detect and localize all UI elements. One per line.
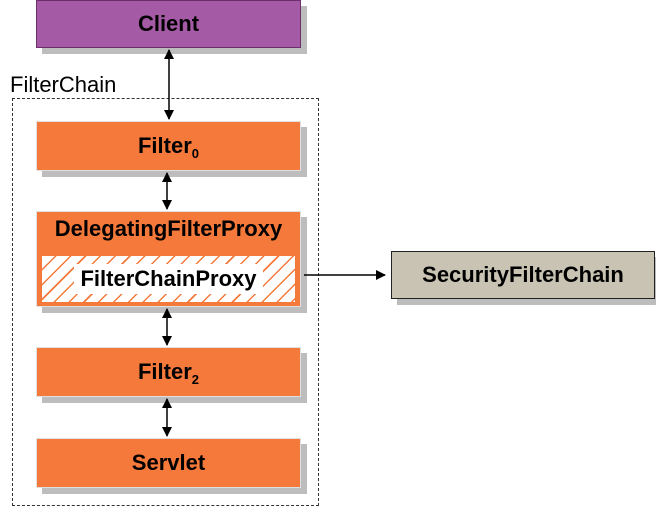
- delegating-filter-proxy-label: DelegatingFilterProxy: [54, 216, 283, 241]
- filter-2-box: Filter2: [36, 347, 301, 397]
- filter-0-label: Filter0: [137, 133, 200, 161]
- filter-chain-label: FilterChain: [10, 72, 117, 97]
- servlet-box: Servlet: [36, 438, 301, 488]
- filter-0-subscript: 0: [191, 146, 200, 161]
- filter-2-subscript: 2: [191, 372, 200, 387]
- filter-0-box: Filter0: [36, 121, 301, 171]
- client-label: Client: [137, 11, 200, 36]
- delegating-filter-proxy-box: DelegatingFilterProxy FilterChainProxy: [36, 211, 301, 307]
- client-box: Client: [36, 0, 301, 48]
- servlet-label: Servlet: [131, 450, 206, 475]
- security-filter-chain-box: SecurityFilterChain: [391, 251, 655, 299]
- filter-chain-proxy-box: FilterChainProxy: [41, 255, 296, 303]
- filter-chain-proxy-label: FilterChainProxy: [74, 264, 263, 294]
- filter-2-label: Filter2: [137, 359, 200, 387]
- security-filter-chain-label: SecurityFilterChain: [422, 262, 624, 287]
